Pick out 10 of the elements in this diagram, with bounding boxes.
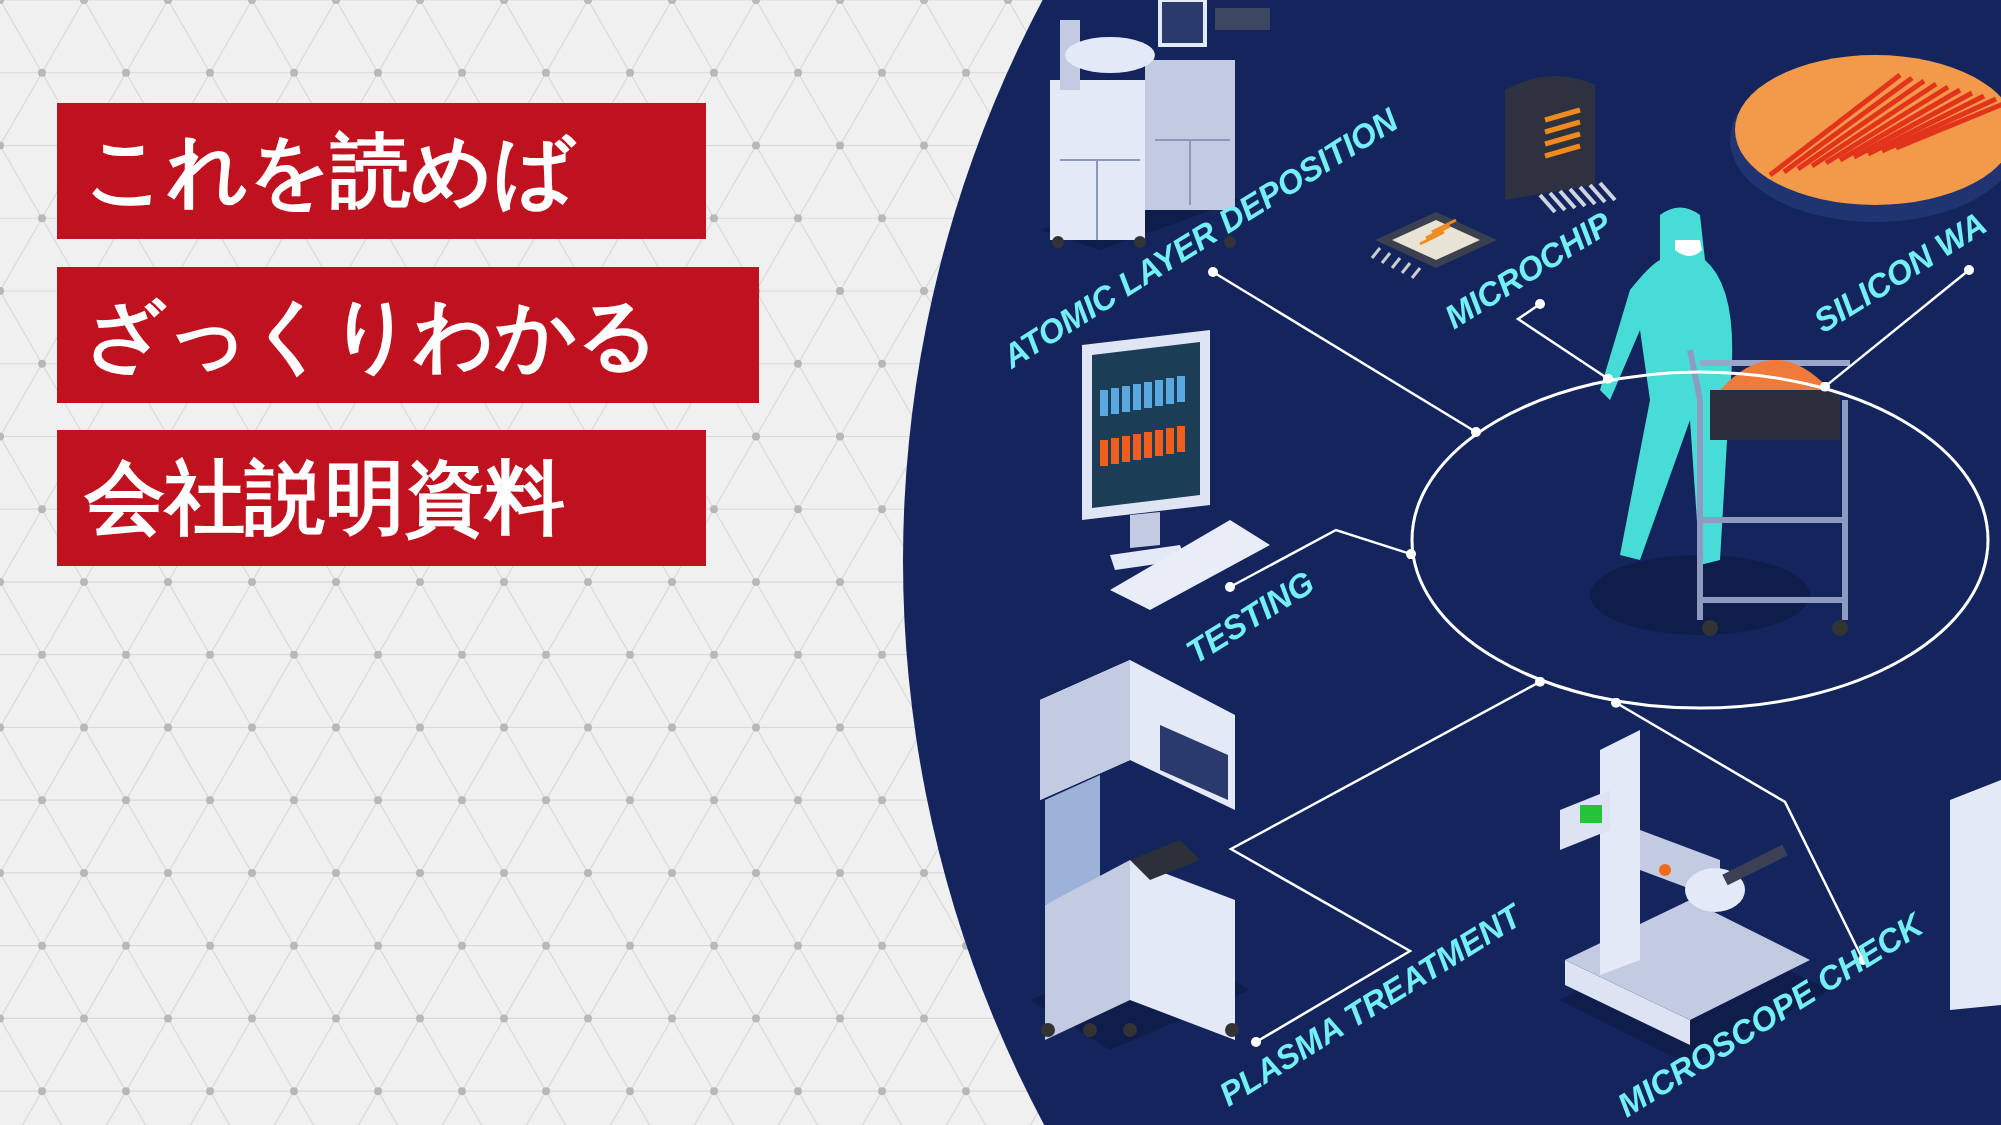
title-band: 会社説明資料 — [57, 430, 706, 566]
process-ring — [1410, 370, 1990, 710]
connector-line — [1515, 299, 1613, 384]
connector-line — [1225, 528, 1416, 592]
title-band: ざっくりわかる — [57, 267, 759, 403]
connector-line — [1611, 697, 1868, 965]
connector-line — [1820, 265, 1974, 392]
connector-line — [1228, 676, 1545, 1047]
connector-line — [1208, 267, 1481, 438]
title-band: これを読めば — [57, 103, 706, 239]
